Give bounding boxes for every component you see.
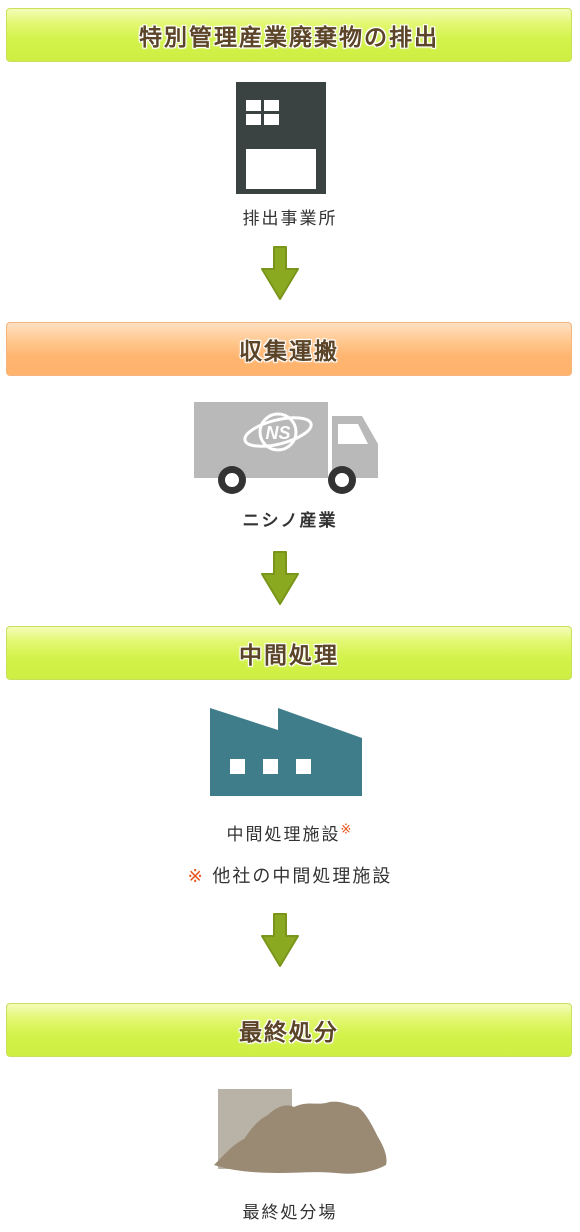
landfill-icon — [214, 1089, 387, 1174]
caption-note-mark: ※ — [340, 822, 354, 838]
step-4-title: 最終処分 — [239, 1020, 339, 1046]
step-2-banner: 収集運搬 — [6, 322, 572, 376]
step-4-caption: 最終処分場 — [242, 1203, 338, 1223]
truck-icon: NS — [194, 402, 378, 494]
step-1-title: 特別管理産業廃棄物の排出 — [139, 25, 439, 51]
step-2-title: 収集運搬 — [239, 339, 339, 365]
footnote: ※ 他社の中間処理施設 — [0, 862, 580, 888]
step-3-caption: 中間処理施設※ — [0, 820, 580, 845]
down-arrow-icon — [261, 913, 299, 967]
office-building-icon — [236, 82, 326, 194]
step-4-banner: 最終処分 — [6, 1003, 572, 1057]
logo-text: NS — [265, 423, 290, 443]
down-arrow-icon — [261, 246, 299, 300]
footnote-text: 他社の中間処理施設 — [212, 866, 393, 887]
factory-icon — [210, 708, 362, 796]
step-3-title: 中間処理 — [239, 643, 339, 669]
step-3-caption-text: 中間処理施設 — [226, 825, 341, 845]
down-arrow-icon — [261, 551, 299, 605]
step-1-banner: 特別管理産業廃棄物の排出 — [6, 8, 572, 62]
ns-logo-icon: NS — [243, 412, 313, 452]
step-2-caption: ニシノ産業 — [242, 511, 338, 531]
step-1-caption: 排出事業所 — [242, 209, 338, 229]
footnote-mark: ※ — [187, 866, 205, 887]
step-3-banner: 中間処理 — [6, 626, 572, 680]
